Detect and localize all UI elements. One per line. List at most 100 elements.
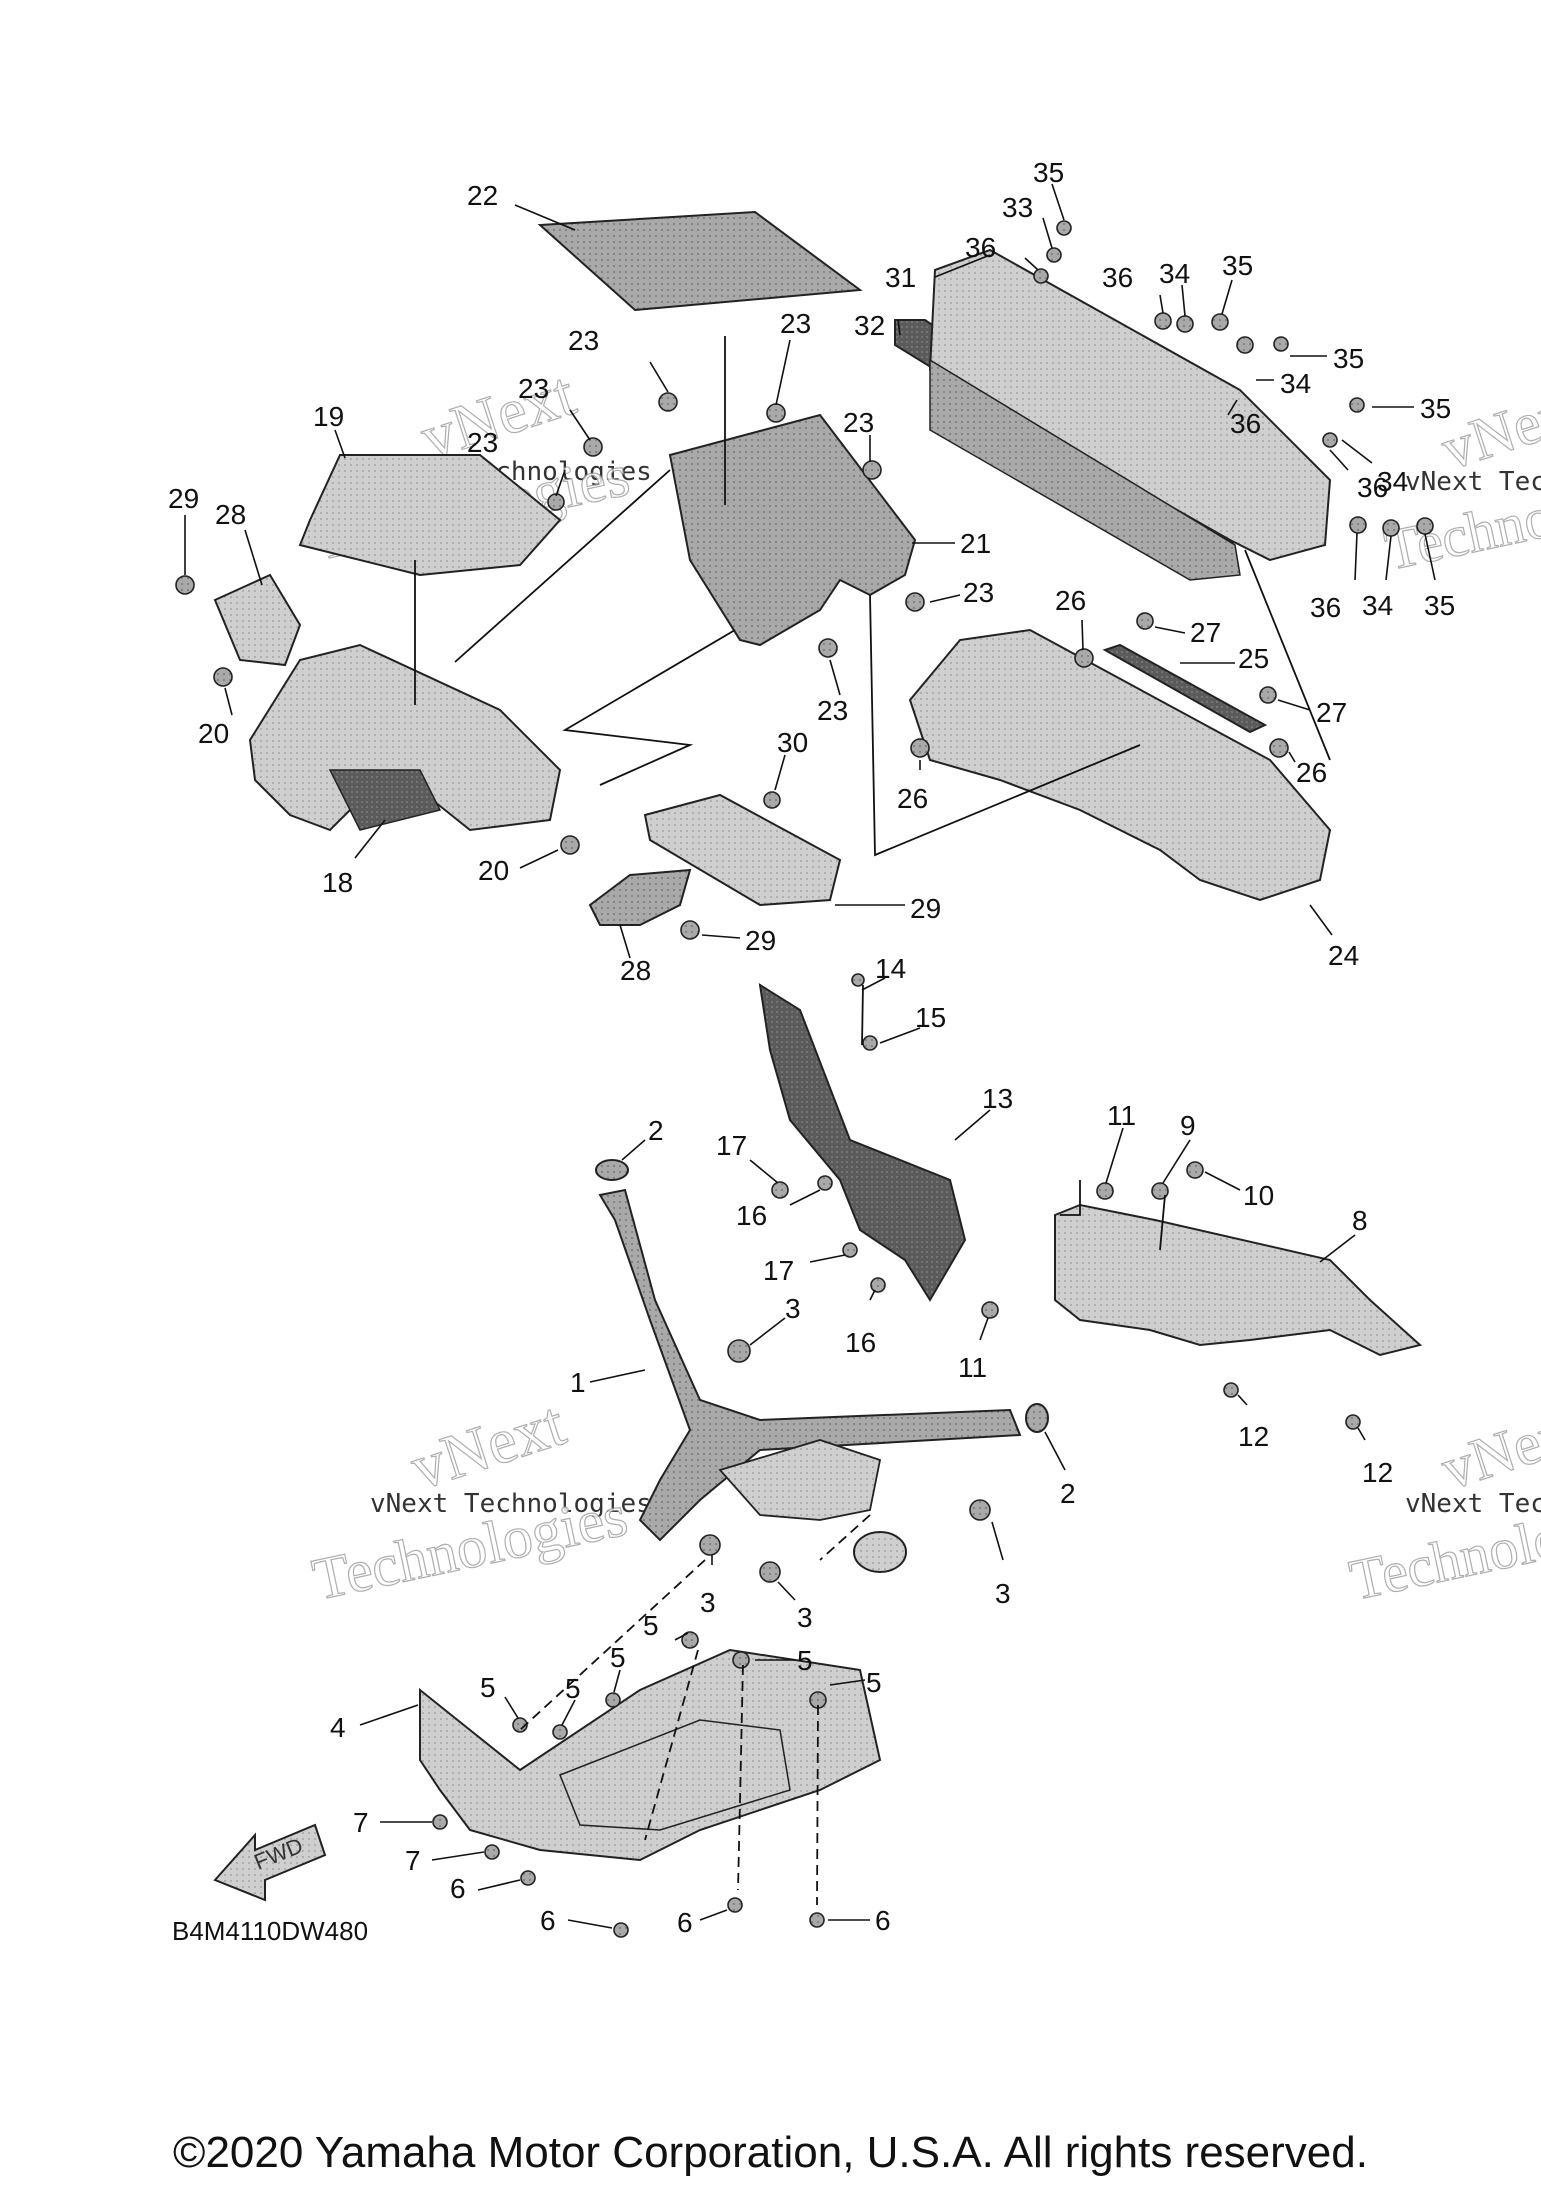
callout-34: 34	[1280, 368, 1311, 399]
watermark-brand: vNext	[402, 1387, 573, 1503]
callout-23: 23	[843, 407, 874, 438]
part-28-bracket-upper	[213, 573, 302, 667]
callout-34: 34	[1377, 466, 1408, 497]
callout-6: 6	[677, 1907, 693, 1938]
callout-29: 29	[168, 483, 199, 514]
callout-34: 34	[1159, 258, 1190, 289]
part-33-lower-panel	[929, 358, 1241, 581]
callout-8: 8	[1352, 1205, 1368, 1236]
callout-11: 11	[1107, 1100, 1136, 1131]
callout-34: 34	[1362, 590, 1393, 621]
callout-25: 25	[1238, 643, 1269, 674]
watermark-line: vNext Technologies	[1405, 467, 1541, 497]
callout-10: 10	[1243, 1180, 1274, 1211]
part-25-rail	[1102, 643, 1268, 734]
part-13-side-panel	[758, 982, 967, 1302]
callout-24: 24	[1328, 940, 1359, 971]
callout-36: 36	[1102, 262, 1133, 293]
callout-28: 28	[620, 955, 651, 986]
part-18-left-lower-cover-inner	[328, 769, 442, 831]
part-1-frame-pipe	[853, 1531, 907, 1573]
watermark-brand: vNext	[1434, 1394, 1541, 1502]
callout-27: 27	[1316, 697, 1347, 728]
callout-23: 23	[467, 427, 498, 458]
callout-5: 5	[643, 1610, 659, 1641]
callout-19: 19	[313, 401, 344, 432]
callout-18: 18	[322, 867, 353, 898]
part-21-center-cover	[668, 413, 917, 647]
callout-33: 32	[854, 310, 885, 341]
callout-26: 26	[1296, 757, 1327, 788]
callout-31: 30	[777, 727, 808, 758]
callout-9: 9	[1180, 1110, 1196, 1141]
callout-22: 22	[467, 180, 498, 211]
fasteners	[175, 220, 1434, 1938]
diagram-code: B4M4110DW480	[172, 1916, 369, 1946]
part-19-left-upper-cover	[298, 454, 562, 577]
part-2-cap-top	[595, 1159, 629, 1181]
part-30-strip	[643, 793, 842, 907]
part-24-lower-rear-cover	[908, 628, 1332, 902]
callout-23: 23	[817, 695, 848, 726]
callout-5: 5	[866, 1667, 882, 1698]
callout-5: 5	[480, 1672, 496, 1703]
part-8-right-fender	[1054, 1203, 1423, 1357]
callout-7: 7	[405, 1845, 421, 1876]
callout-3: 3	[700, 1587, 716, 1618]
assembly-lines	[414, 336, 1331, 1906]
callout-2: 2	[1060, 1478, 1076, 1509]
callout-26: 26	[1055, 585, 1086, 616]
callout-20: 20	[478, 855, 509, 886]
watermark-group-2: vNext vNext Technologies Technologies	[1379, 374, 1541, 584]
callout-28: 28	[215, 499, 246, 530]
callout-15: 15	[915, 1002, 946, 1033]
callout-4: 4	[330, 1712, 346, 1743]
callout-30: 29	[910, 893, 941, 924]
callout-6: 6	[540, 1905, 556, 1936]
part-18-left-lower-cover	[248, 643, 562, 832]
callout-17: 17	[716, 1130, 747, 1161]
part-1-frame-bracket	[718, 1439, 882, 1521]
callout-32: 31	[885, 262, 916, 293]
callout-16: 16	[736, 1200, 767, 1231]
callout-35: 35	[1222, 250, 1253, 281]
callout-35: 35	[1333, 343, 1364, 374]
callout-3: 3	[995, 1578, 1011, 1609]
callout-26: 26	[897, 783, 928, 814]
part-22-mat	[537, 210, 863, 312]
callout-35: 35	[1420, 393, 1451, 424]
callouts: 22 23 23 23 23 23 23 23 21 19 29 28 20 2…	[168, 157, 1455, 1938]
callout-5: 5	[610, 1642, 626, 1673]
callout-36: 36	[1230, 408, 1261, 439]
callout-34: 33	[1002, 192, 1033, 223]
callout-12: 12	[1362, 1457, 1393, 1488]
watermark-line: vNext Technologies	[370, 1489, 652, 1519]
callout-36: 36	[1357, 472, 1388, 503]
callout-16: 16	[845, 1327, 876, 1358]
callout-23: 23	[518, 373, 549, 404]
callout-1: 1	[570, 1367, 586, 1398]
watermark-group-3: vNext vNext Technologies Technologies	[306, 1387, 652, 1614]
copyright-notice: ©2020 Yamaha Motor Corporation, U.S.A. A…	[173, 2128, 1368, 2177]
callout-23: 23	[568, 325, 599, 356]
callout-36: 36	[1310, 592, 1341, 623]
callout-27: 27	[1190, 617, 1221, 648]
callout-17: 17	[763, 1255, 794, 1286]
callout-6: 6	[875, 1905, 891, 1936]
callout-6: 6	[450, 1873, 466, 1904]
callout-7: 7	[353, 1807, 369, 1838]
callout-3: 3	[785, 1293, 801, 1324]
watermark-line: vNext Technologies	[1405, 1489, 1541, 1519]
fwd-arrow-icon: FWD	[213, 1823, 327, 1902]
callout-35: 35	[1424, 590, 1455, 621]
callout-21: 21	[960, 528, 991, 559]
part-2-cap-right	[1025, 1403, 1049, 1433]
callout-29: 29	[745, 925, 776, 956]
callout-5: 5	[797, 1645, 813, 1676]
callout-2: 2	[648, 1115, 664, 1146]
callout-35: 35	[1033, 157, 1064, 188]
callout-36: 36	[965, 232, 996, 263]
callout-5: 5	[565, 1673, 581, 1704]
callout-13: 13	[982, 1083, 1013, 1114]
